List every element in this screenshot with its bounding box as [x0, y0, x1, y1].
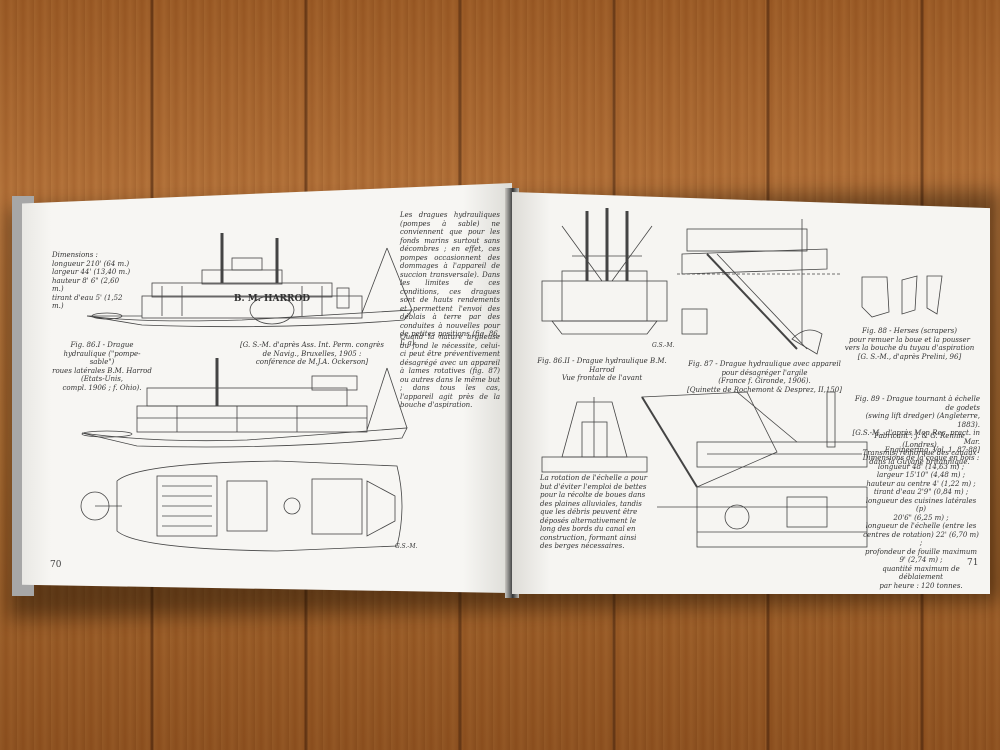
- page-number-right: 71: [967, 558, 979, 568]
- caption-fig-86ii: Fig. 86.II - Drague hydraulique B.M. Har…: [537, 357, 667, 382]
- boat-longitudinal-section-drawing: [81, 358, 408, 448]
- dimensions-text: Dimensions : longueur 210' (64 m.) large…: [52, 251, 131, 310]
- dredge-front-view-drawing: [541, 208, 668, 335]
- left-page: Dimensions : longueur 210' (64 m.) large…: [22, 183, 512, 593]
- caption-fig-89: Fig. 89 - Drague tournant à échelle de g…: [852, 395, 980, 454]
- right-page: Fig. 88 - Herses (scrapers) pour remuer …: [512, 192, 990, 594]
- initials-left: G.S.-M.: [395, 543, 418, 550]
- dredge-with-clay-cutter-drawing: [677, 219, 842, 355]
- initials-gsm: G.S.-M.: [652, 342, 675, 349]
- caption-fig-87: Fig. 87 - Drague hydraulique avec appare…: [687, 360, 842, 394]
- dredge-end-view-drawing: [541, 397, 648, 473]
- paragraph-clay-bottom: Quand la nature argileuse du fond le néc…: [400, 333, 500, 409]
- page-number-left: 70: [50, 560, 62, 570]
- swing-lift-dredger-drawing: [641, 391, 868, 548]
- caption-fig-88: Fig. 88 - Herses (scrapers) pour remuer …: [844, 327, 975, 361]
- caption-fig-86i: Fig. 86.I - Drague hydraulique ("pompe-s…: [52, 341, 152, 392]
- boat-deck-plan-drawing: [80, 460, 403, 552]
- source-fig-86i: [G. S.-M. d'après Ass. Int. Perm. congrè…: [239, 341, 385, 366]
- boat-name-label: B. M. HARROD: [233, 294, 311, 304]
- manufacturer-text: Fabricant : J. & G. Rennie (Londres) Tra…: [862, 432, 977, 466]
- dimensions-fig-89: Dimensions de la coque en bois : longueu…: [862, 454, 980, 590]
- paragraph-hydraulic-dredges: Les dragues hydrauliques (pompes à sable…: [400, 211, 500, 347]
- paragraph-ladder-rotation: La rotation de l'échelle a pour but d'év…: [540, 474, 648, 550]
- boat-side-elevation-drawing: [86, 233, 413, 328]
- scrapers-drawing: [861, 275, 943, 318]
